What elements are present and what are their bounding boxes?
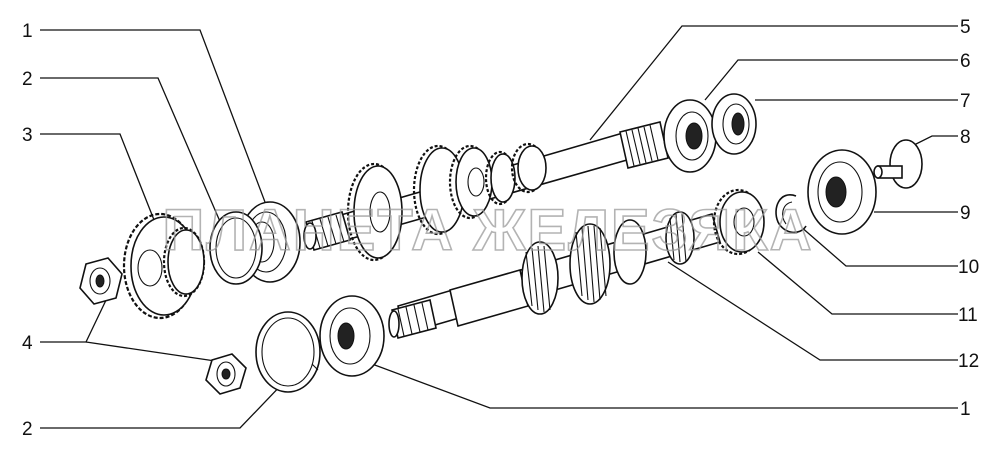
bearing-1-bottom bbox=[319, 295, 385, 377]
input-shaft bbox=[303, 121, 669, 262]
input-gear-b bbox=[412, 144, 493, 236]
input-gear-a bbox=[346, 162, 403, 262]
snap-ring-2-bottom bbox=[255, 311, 321, 393]
bearing-7 bbox=[711, 93, 757, 155]
label-5: 5 bbox=[960, 17, 971, 38]
circlip-10 bbox=[775, 194, 807, 234]
label-2-bottom: 2 bbox=[22, 419, 33, 440]
gear-3 bbox=[122, 212, 206, 320]
label-11: 11 bbox=[958, 305, 978, 326]
label-1-bottom: 1 bbox=[960, 399, 971, 420]
leader-12 bbox=[667, 261, 958, 361]
input-gear-d bbox=[510, 142, 547, 194]
label-9: 9 bbox=[960, 203, 971, 224]
label-12: 12 bbox=[958, 351, 979, 372]
snap-ring-2-top bbox=[209, 211, 263, 285]
leader-1-bottom bbox=[371, 363, 958, 409]
pinion-gear-11 bbox=[712, 188, 765, 256]
label-4: 4 bbox=[22, 333, 33, 354]
leader-8 bbox=[907, 135, 958, 149]
leader-3 bbox=[40, 133, 159, 231]
leader-1-top bbox=[40, 29, 269, 211]
label-8: 8 bbox=[960, 127, 971, 148]
nut-4-upper bbox=[79, 257, 123, 305]
leader-10 bbox=[799, 225, 958, 267]
bearing-6 bbox=[663, 99, 717, 173]
leader-2-bottom bbox=[40, 379, 287, 429]
label-10: 10 bbox=[958, 257, 979, 278]
label-7: 7 bbox=[960, 91, 971, 112]
bearing-9 bbox=[807, 149, 877, 235]
label-2-top: 2 bbox=[22, 69, 33, 90]
callout-labels: 1 2 3 4 2 5 6 7 8 9 10 11 12 1 bbox=[22, 17, 979, 440]
leader-6 bbox=[704, 59, 958, 101]
label-3: 3 bbox=[22, 125, 33, 146]
label-1-top: 1 bbox=[22, 21, 33, 42]
leader-5 bbox=[589, 25, 958, 141]
leader-11 bbox=[757, 251, 958, 315]
leader-4b bbox=[85, 341, 223, 363]
leader-lines bbox=[40, 25, 958, 429]
watermark: ПЛАНЕТА ЖЕЛЕЗЯКА bbox=[163, 198, 814, 263]
nut-4-lower bbox=[205, 353, 247, 395]
synchro-hubs-12 bbox=[521, 211, 695, 315]
output-shaft bbox=[388, 188, 765, 339]
plug-8 bbox=[873, 139, 923, 189]
leader-2-top bbox=[40, 77, 229, 241]
label-6: 6 bbox=[960, 51, 971, 72]
